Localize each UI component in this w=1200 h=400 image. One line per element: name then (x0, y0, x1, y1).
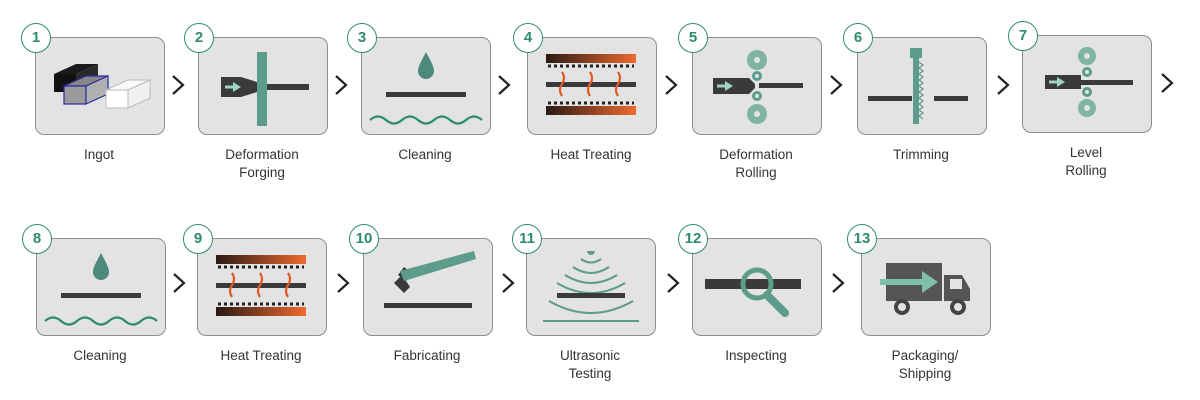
step-tile (35, 37, 165, 135)
magnifier-icon (705, 267, 801, 317)
chevron-right-icon (666, 272, 680, 294)
truck-icon (880, 263, 970, 315)
forging-icon (221, 52, 309, 126)
step-label: Fabricating (393, 348, 461, 363)
step-label: Ultrasonic Testing (559, 348, 621, 381)
step-label: Heat Treating (220, 348, 302, 363)
chevron-right-icon (664, 74, 678, 96)
step-number-badge: 1 (21, 23, 51, 53)
chevron-right-icon (172, 272, 186, 294)
hammer-icon (384, 251, 476, 308)
trimming-icon (868, 48, 968, 124)
chevron-right-icon (831, 272, 845, 294)
chevron-right-icon (497, 74, 511, 96)
step-tile (526, 238, 656, 336)
cleaning-icon (44, 253, 158, 326)
step-tile (1022, 35, 1152, 133)
step-number-badge: 10 (349, 224, 379, 254)
level-rolling-icon (1045, 47, 1133, 117)
step-label: Cleaning (398, 147, 452, 162)
step-tile (857, 37, 987, 135)
chevron-right-icon (334, 74, 348, 96)
step-number-badge: 12 (678, 224, 708, 254)
step-tile (861, 238, 991, 336)
step-label: Deformation Forging (225, 147, 299, 180)
step-tile (692, 37, 822, 135)
step-number-badge: 7 (1008, 21, 1038, 51)
ultrasonic-icon (543, 251, 639, 322)
step-label: Ingot (83, 147, 115, 162)
heat-treating-icon (216, 255, 306, 316)
step-number-badge: 13 (847, 224, 877, 254)
step-number-badge: 3 (347, 23, 377, 53)
step-label: Cleaning (73, 348, 127, 363)
step-tile (198, 37, 328, 135)
step-tile (692, 238, 822, 336)
step-tile (527, 37, 657, 135)
chevron-right-icon (1160, 72, 1174, 94)
step-label: Deformation Rolling (719, 147, 793, 180)
chevron-right-icon (336, 272, 350, 294)
step-number-badge: 11 (512, 224, 542, 254)
rolling-icon (713, 50, 803, 124)
step-label: Inspecting (725, 348, 787, 363)
ingot-icon (54, 64, 151, 109)
step-number-badge: 8 (22, 224, 52, 254)
cleaning-icon (369, 52, 483, 125)
step-number-badge: 4 (513, 23, 543, 53)
heat-treating-icon (546, 54, 636, 115)
step-number-badge: 5 (678, 23, 708, 53)
step-tile (36, 238, 166, 336)
step-number-badge: 2 (184, 23, 214, 53)
chevron-right-icon (996, 74, 1010, 96)
chevron-right-icon (171, 74, 185, 96)
step-tile (363, 238, 493, 336)
step-label: Level Rolling (1065, 145, 1107, 178)
step-label: Packaging/ Shipping (891, 348, 959, 381)
chevron-right-icon (829, 74, 843, 96)
step-number-badge: 6 (843, 23, 873, 53)
step-tile (361, 37, 491, 135)
chevron-right-icon (501, 272, 515, 294)
step-label: Trimming (893, 147, 949, 162)
step-label: Heat Treating (550, 147, 632, 162)
step-number-badge: 9 (183, 224, 213, 254)
step-tile (197, 238, 327, 336)
